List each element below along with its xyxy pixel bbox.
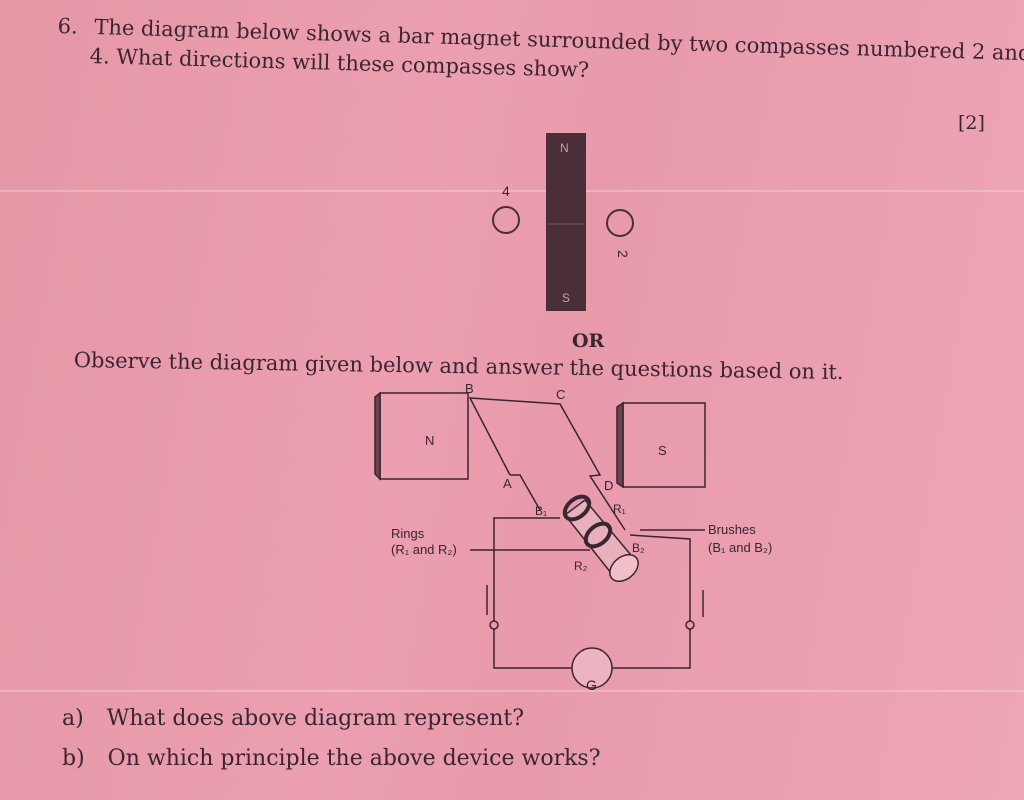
sub-question-a: a) What does above diagram represent? — [62, 706, 524, 731]
point-d-label: D — [604, 478, 613, 493]
galvanometer — [571, 647, 613, 689]
brush-2-label: B₂ — [632, 541, 645, 555]
compass-2 — [606, 209, 634, 237]
brushes-label: Brushes — [708, 522, 756, 537]
magnet-south-label: S — [562, 291, 570, 305]
sub-question-label: a) — [62, 706, 84, 731]
or-label: OR — [572, 330, 605, 352]
marks: [2] — [958, 112, 985, 134]
point-b-label: B — [465, 381, 474, 396]
rings-sub-label: (R₁ and R₂) — [391, 542, 457, 557]
point-c-label: C — [556, 387, 565, 402]
brush-1-label: B₁ — [535, 504, 547, 518]
compass-4-label: 4 — [502, 183, 510, 199]
rings-label: Rings — [391, 526, 425, 541]
coil-abcd — [468, 397, 626, 531]
brushes-sub-label: (B₁ and B₂) — [708, 540, 772, 555]
pole-n-label: N — [425, 433, 434, 448]
point-a-label: A — [503, 476, 512, 491]
sub-question-text: What does above diagram represent? — [106, 706, 525, 731]
pole-s-label: S — [658, 443, 667, 458]
galvanometer-label: G — [586, 677, 597, 693]
magnet-north-label: N — [560, 141, 569, 155]
ring-2-label: R₂ — [574, 559, 588, 573]
sub-question-label: b) — [62, 746, 85, 771]
paper-fold — [0, 190, 1024, 192]
ring-1-label: R₁ — [613, 502, 626, 516]
bar-magnet: N S — [546, 133, 586, 311]
paper-fold — [0, 690, 1024, 692]
sub-question-text: On which principle the above device work… — [107, 746, 601, 771]
compass-2-label: 2 — [615, 250, 631, 258]
sub-question-b: b) On which principle the above device w… — [62, 746, 601, 771]
north-pole-block — [379, 392, 469, 480]
compass-4 — [492, 206, 520, 234]
